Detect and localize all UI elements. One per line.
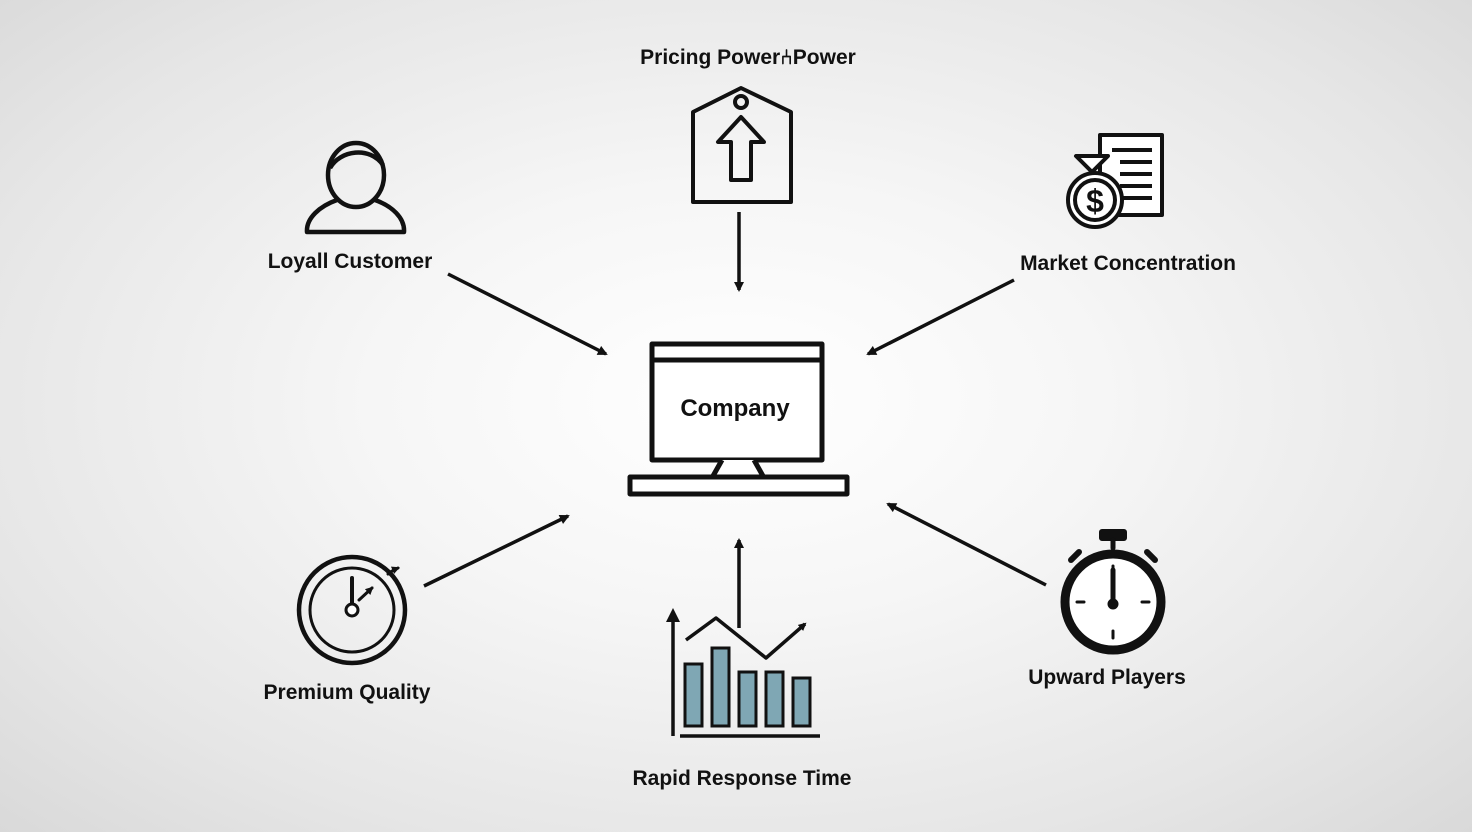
- bar-2: [710, 646, 731, 728]
- rapid-response-node: Rapid Response Time: [632, 538, 852, 790]
- bar-3: [737, 670, 758, 728]
- bar-chart-trend-icon: [666, 608, 820, 738]
- loyal-customer-label: Loyall Customer: [268, 250, 433, 273]
- arrow-loyal-customer: [447, 272, 608, 356]
- stopwatch-icon: [1060, 529, 1166, 655]
- arrow-premium-quality: [423, 514, 570, 588]
- company-node: Company: [627, 341, 850, 497]
- loyal-customer-node: Loyall Customer: [268, 140, 608, 356]
- market-concentration-label: Market Concentration: [1020, 252, 1236, 275]
- market-concentration-node: $ Market Concentration: [866, 133, 1236, 356]
- rapid-response-label: Rapid Response Time: [632, 767, 851, 790]
- arrow-upward-players: [886, 502, 1047, 587]
- arrow-market-concentration: [866, 278, 1015, 356]
- price-tag-up-icon: [691, 86, 793, 204]
- money-bag-document-icon: [1066, 133, 1164, 229]
- monitor-icon: [627, 341, 850, 497]
- pricing-power-label: Pricing Power⑃Power: [640, 46, 856, 69]
- user-icon: [304, 140, 407, 235]
- company-label: Company: [680, 395, 790, 422]
- dollar-sign-glyph: $: [1086, 183, 1104, 219]
- pricing-power-node: Pricing Power⑃Power: [640, 46, 856, 292]
- bar-4: [764, 670, 785, 728]
- upward-players-label: Upward Players: [1028, 666, 1186, 689]
- upward-players-node: Upward Players: [886, 502, 1186, 689]
- clock-gauge-icon: [296, 554, 408, 666]
- premium-quality-node: Premium Quality: [264, 514, 570, 704]
- bar-1: [683, 662, 704, 728]
- premium-quality-label: Premium Quality: [264, 681, 431, 704]
- bar-5: [791, 676, 812, 728]
